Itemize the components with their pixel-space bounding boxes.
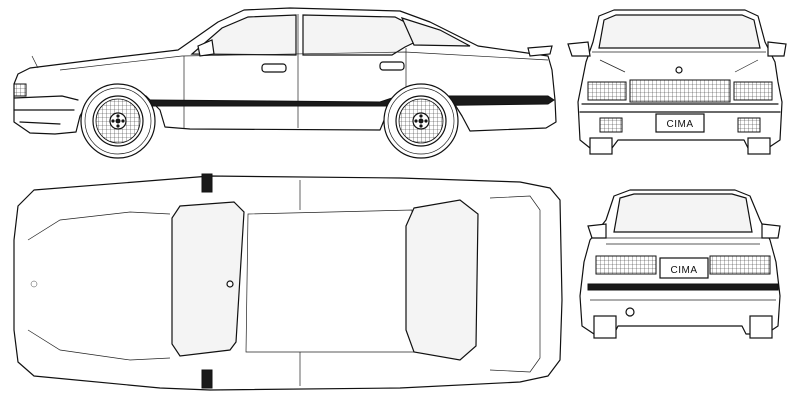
front-right-mirror-icon	[767, 41, 787, 57]
side-front-bumper	[13, 95, 79, 125]
side-antenna	[31, 55, 39, 69]
top-roof	[245, 209, 415, 353]
rear-view: CIMA	[579, 189, 781, 339]
front-badge-label: CIMA	[667, 119, 694, 130]
front-left-tire	[589, 137, 613, 155]
rear-badge-label: CIMA	[671, 265, 698, 276]
front-right-tire	[747, 137, 771, 155]
rear-right-tire	[749, 315, 773, 339]
front-left-headlight	[587, 81, 627, 101]
rear-window	[613, 193, 753, 233]
rear-left-tire	[593, 315, 617, 339]
front-left-mirror-icon	[567, 41, 591, 57]
side-rear-spoiler	[527, 45, 553, 57]
front-right-foglight	[737, 117, 761, 133]
front-left-foglight	[599, 117, 623, 133]
top-wiper-pivot-icon	[226, 280, 234, 288]
front-bumper	[579, 103, 781, 113]
top-ornament-icon	[30, 280, 38, 288]
front-hood	[592, 51, 766, 73]
side-body-molding	[149, 95, 555, 107]
top-view	[13, 173, 563, 391]
rear-exhaust-icon	[625, 307, 635, 317]
rear-left-mirror-icon	[587, 223, 607, 239]
side-front-door-handle	[261, 63, 287, 73]
rear-trunk-line	[596, 237, 768, 245]
side-front-light	[13, 83, 27, 97]
side-rear-wheel	[383, 83, 459, 159]
side-rear-window	[302, 14, 432, 56]
top-left-mirror-icon	[201, 173, 213, 193]
top-right-mirror-icon	[201, 369, 213, 389]
front-hood-ornament-icon	[675, 66, 683, 74]
rear-right-taillight	[709, 255, 771, 275]
rear-right-mirror-icon	[761, 223, 781, 239]
side-view	[13, 7, 557, 159]
front-view: CIMA	[567, 9, 787, 155]
rear-left-taillight	[595, 255, 657, 275]
rear-bumper	[587, 283, 779, 291]
side-mirror-icon	[197, 39, 215, 57]
top-windshield	[171, 201, 245, 357]
side-rear-quarter-glass	[400, 17, 471, 47]
rear-license-plate	[659, 257, 709, 279]
side-front-wheel	[80, 83, 156, 159]
side-beltline	[59, 51, 549, 71]
side-front-window	[190, 14, 297, 56]
side-rear-door-handle	[379, 61, 405, 71]
front-license-plate	[655, 113, 705, 133]
top-rear-window	[405, 199, 479, 361]
top-trunk	[489, 195, 541, 373]
front-right-headlight	[733, 81, 773, 101]
top-body-outline	[13, 175, 563, 391]
front-windshield	[598, 14, 761, 49]
top-hood	[27, 211, 171, 361]
front-grille	[629, 79, 731, 103]
